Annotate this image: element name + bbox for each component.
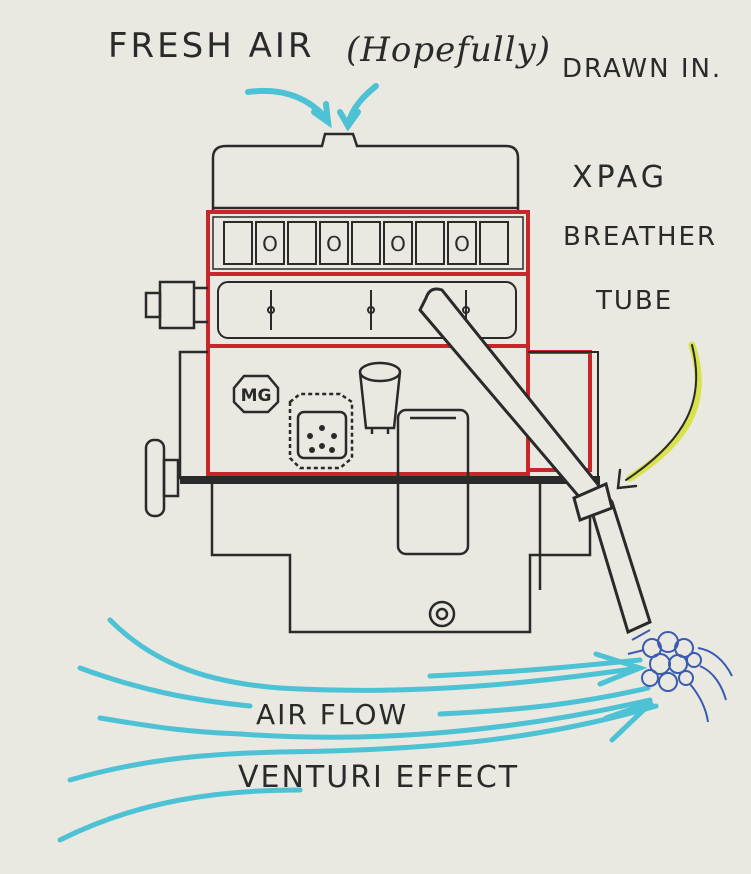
cylinder-head: O O O O [206, 210, 530, 276]
hopefully-label: (Hopefully) [346, 30, 551, 70]
fresh-air-arrows [245, 83, 379, 132]
plug-mark-3: O [390, 232, 406, 256]
air-flow-label: AIR FLOW [256, 698, 409, 731]
fresh-air-label: FRESH AIR [108, 26, 315, 66]
xpag-label: XPAG [572, 160, 668, 195]
oil-sump [210, 484, 592, 634]
rocker-cover [211, 132, 520, 212]
plug-mark-1: O [262, 232, 278, 256]
exhaust-puff [627, 629, 733, 723]
generator [396, 408, 470, 556]
fuel-pump [288, 392, 354, 470]
venturi-effect-label: VENTURI EFFECT [238, 760, 520, 795]
breather-pointer-arrow [616, 341, 702, 490]
tube-label: TUBE [596, 286, 674, 316]
sump-flange [180, 476, 600, 484]
oil-filler [358, 361, 402, 434]
plug-mark-4: O [454, 232, 470, 256]
breather-label: BREATHER [563, 222, 718, 252]
breather-tube [418, 287, 652, 635]
plug-mark-2: O [326, 232, 342, 256]
mg-badge: MG [232, 374, 280, 414]
front-cap [144, 280, 208, 330]
mg-badge-text: MG [241, 386, 272, 406]
drawn-in-label: DRAWN IN. [562, 54, 723, 84]
air-flow-arrowheads [593, 651, 654, 743]
